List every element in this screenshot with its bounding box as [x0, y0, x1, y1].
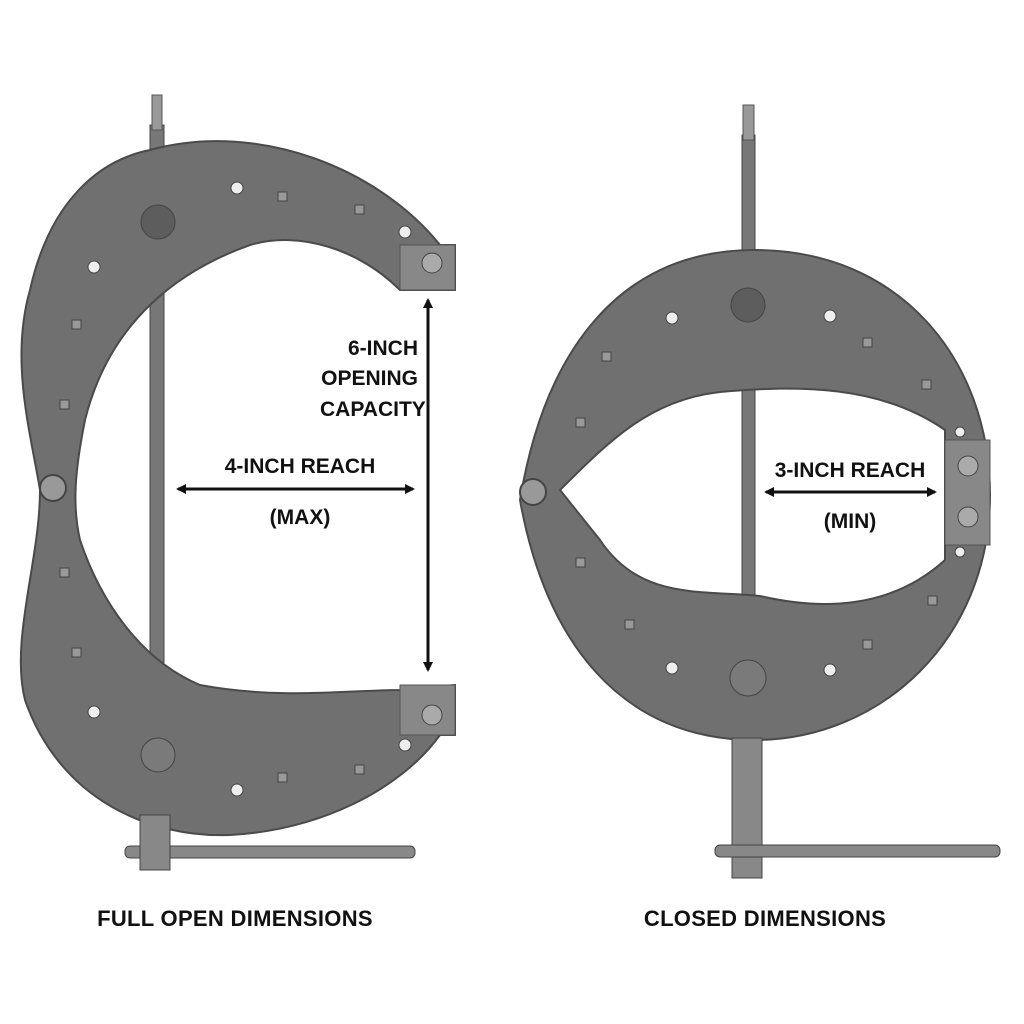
min-reach-label: 3-INCH REACH [774, 459, 926, 482]
opening-capacity-label: 6-INCH OPENING CAPACITY [320, 334, 426, 425]
min-reach-qualifier: (MIN) [823, 510, 877, 533]
opening-line-2: OPENING [321, 367, 418, 391]
open-caption: FULL OPEN DIMENSIONS [97, 906, 373, 931]
open-clamp [19, 94, 456, 871]
right-handle [714, 844, 1001, 858]
pivot-pin [39, 474, 67, 502]
left-hex-bit [151, 94, 163, 131]
opening-line-3: CAPACITY [320, 397, 426, 421]
max-reach-label: 4-INCH REACH [224, 455, 376, 478]
closed-caption: CLOSED DIMENSIONS [643, 906, 887, 931]
right-hex-bit [742, 104, 755, 141]
left-handle [124, 845, 416, 859]
closed-clamp [518, 104, 1001, 879]
opening-line-1: 6-INCH [347, 337, 418, 360]
max-reach-qualifier: (MAX) [269, 506, 331, 529]
